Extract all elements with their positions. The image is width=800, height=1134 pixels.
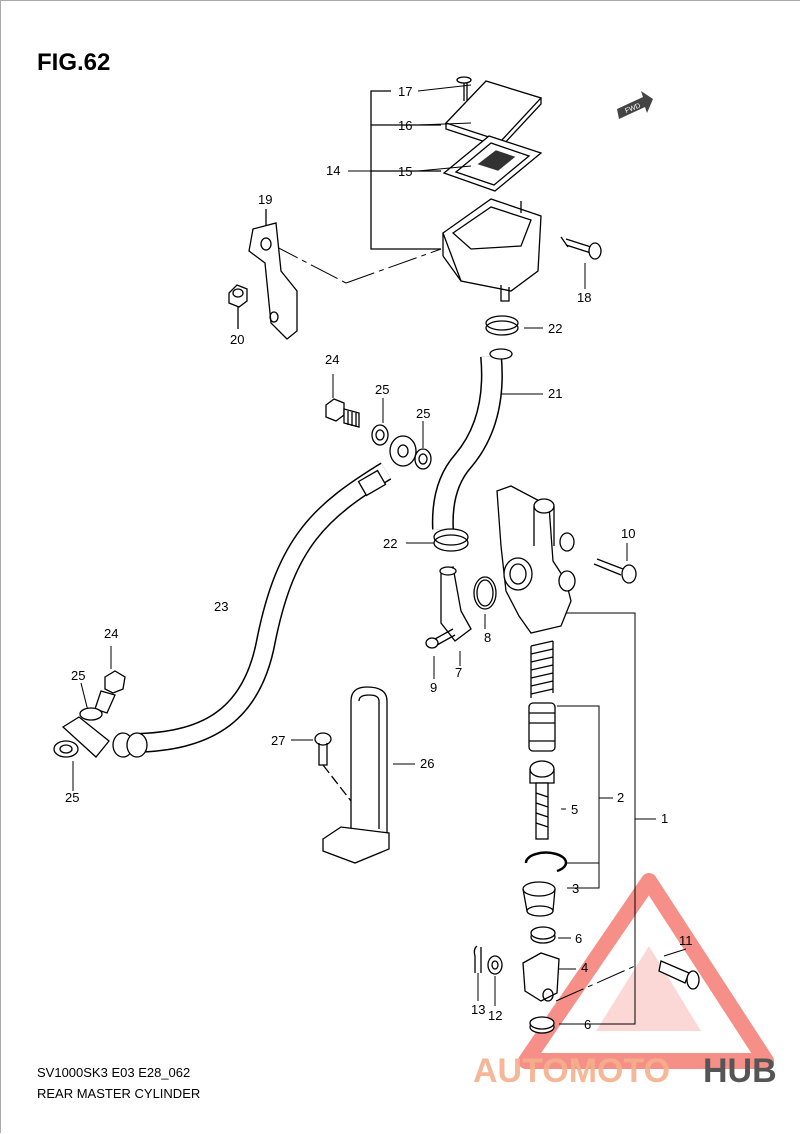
- leader-lines: [72, 84, 687, 1025]
- hose-group: [431, 315, 519, 552]
- callout-25-b: 25: [416, 406, 430, 421]
- callout-15: 15: [398, 164, 412, 179]
- callout-9: 9: [430, 680, 437, 695]
- callout-3: 3: [572, 881, 579, 896]
- callout-23: 23: [214, 599, 228, 614]
- guard-group: [314, 686, 390, 864]
- callout-5: 5: [571, 802, 578, 817]
- callout-18: 18: [577, 290, 591, 305]
- callout-25-c: 25: [71, 668, 85, 683]
- callout-26: 26: [420, 756, 434, 771]
- callout-22-bottom: 22: [383, 536, 397, 551]
- callout-19: 19: [258, 192, 272, 207]
- callout-13: 13: [471, 1002, 485, 1017]
- watermark-part2: HUB: [703, 1052, 777, 1090]
- callout-4: 4: [581, 960, 588, 975]
- bracket-group: [228, 209, 298, 340]
- callout-labels: 17 16 14 15 19 18 20 22 24 25 25 21 22 1…: [65, 84, 693, 1032]
- callout-24-bottom: 24: [104, 626, 118, 641]
- callout-25-a: 25: [375, 382, 389, 397]
- callout-25-d: 25: [65, 790, 79, 805]
- footer-caption: REAR MASTER CYLINDER: [37, 1086, 201, 1101]
- callout-11: 11: [679, 933, 693, 948]
- footer-model-code: SV1000SK3 E03 E28_062: [37, 1065, 191, 1080]
- callout-16: 16: [398, 118, 412, 133]
- reservoir-group: [370, 76, 602, 302]
- callout-24-top: 24: [325, 352, 339, 367]
- callout-12: 12: [488, 1008, 502, 1023]
- callout-20: 20: [230, 332, 244, 347]
- callout-8: 8: [484, 630, 491, 645]
- callout-2: 2: [617, 790, 624, 805]
- fwd-arrow-icon: FWD: [617, 91, 653, 119]
- callout-6-top: 6: [575, 931, 582, 946]
- callout-1: 1: [661, 811, 668, 826]
- brake-hose-group: [53, 398, 432, 758]
- callout-21: 21: [548, 386, 562, 401]
- watermark-part1: AUTOMOTO: [473, 1052, 670, 1090]
- callout-22-top: 22: [548, 321, 562, 336]
- watermark-text: AUTOMOTO HUB: [473, 1052, 777, 1090]
- callout-6-bottom: 6: [584, 1017, 591, 1032]
- callout-17: 17: [398, 84, 412, 99]
- callout-14: 14: [326, 163, 340, 178]
- figure-title: FIG.62: [37, 49, 111, 76]
- internal-parts-group: [473, 640, 700, 1034]
- callout-10: 10: [621, 526, 635, 541]
- watermark-logo: [518, 873, 774, 1069]
- fwd-label: FWD: [624, 102, 641, 114]
- master-cylinder-group: [425, 485, 637, 649]
- callout-7: 7: [455, 665, 462, 680]
- callout-27: 27: [271, 733, 285, 748]
